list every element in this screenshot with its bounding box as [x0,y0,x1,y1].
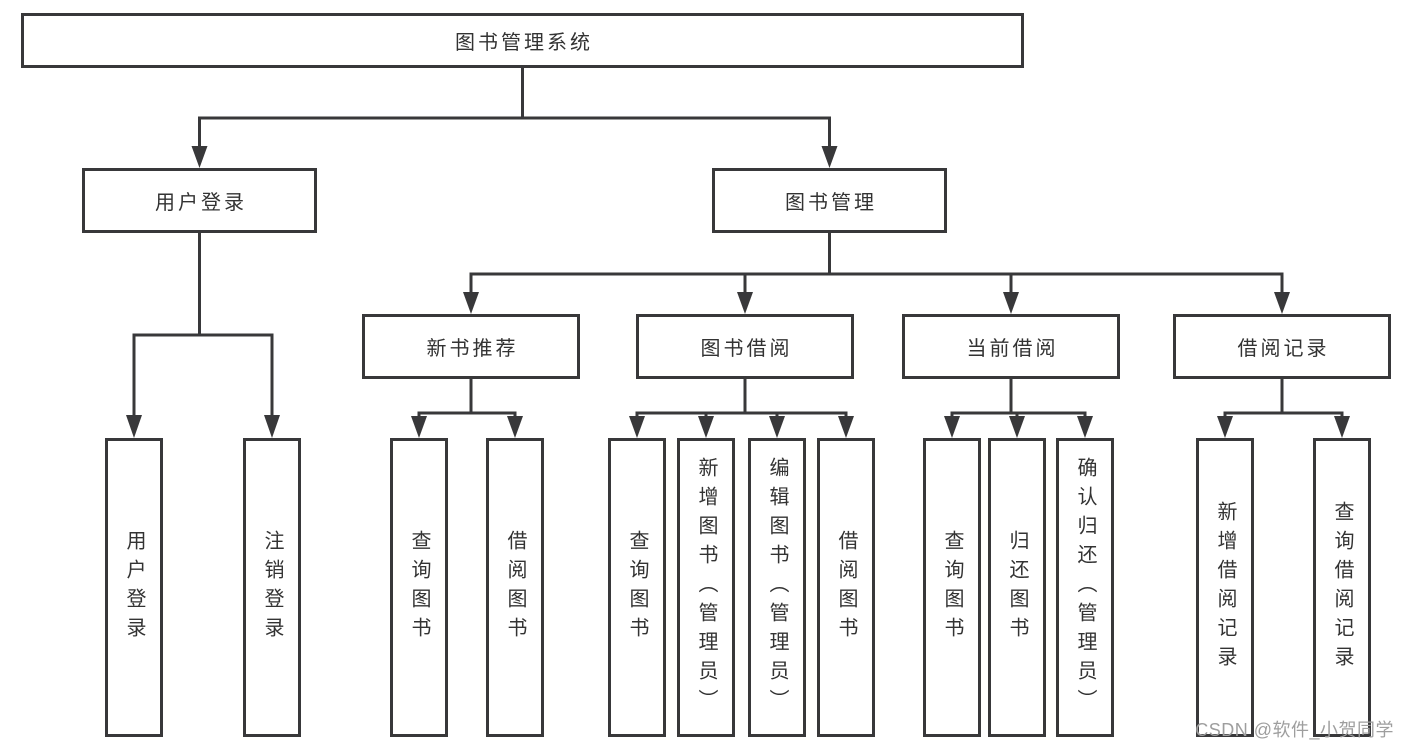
arrowhead-newbookrec [463,292,479,314]
leaf-nb-query-books: 查询图书 [390,438,448,737]
leaf-bb-query-books: 查询图书 [608,438,666,737]
leaf-bb-add-books-admin: 新增图书（管理员） [677,438,735,737]
node-new-book-rec-label: 新书推荐 [426,338,519,360]
node-user-login-label: 用户登录 [155,192,247,214]
leaf-user-login-label: 用户登录 [123,529,145,646]
leaf-cb-confirm-return-admin-label: 确认归还（管理员） [1074,457,1096,718]
leaf-cb-return-books: 归还图书 [988,438,1046,737]
leaf-bb-add-books-admin-label: 新增图书（管理员） [695,457,717,718]
node-book-borrow-label: 图书借阅 [700,338,793,360]
leaf-bb-edit-books-admin-label: 编辑图书（管理员） [766,457,788,718]
node-borrow-record-label: 借阅记录 [1237,338,1330,360]
leaf-nb-borrow-books: 借阅图书 [486,438,544,737]
leaf-cb-confirm-return-admin: 确认归还（管理员） [1056,438,1114,737]
leaf-br-add-record-label: 新增借阅记录 [1214,500,1236,675]
node-book-mgmt-label: 图书管理 [785,192,877,214]
leaf-br-query-record-label: 查询借阅记录 [1331,500,1353,675]
leaf-br-add-record: 新增借阅记录 [1196,438,1254,737]
arrowhead-bookborrow [737,292,753,314]
arrowhead-leaf-logout [264,415,280,438]
node-borrow-record: 借阅记录 [1173,314,1391,379]
node-user-login: 用户登录 [82,168,317,233]
arrowhead-bb-edit [769,416,785,438]
arrowhead-cb-return [1009,416,1025,438]
leaf-bb-query-books-label: 查询图书 [626,529,648,646]
arrowhead-br-add [1217,416,1233,438]
leaf-bb-borrow-books-label: 借阅图书 [835,529,857,646]
node-book-mgmt: 图书管理 [712,168,947,233]
arrowhead-book-mgmt [821,146,838,168]
arrowhead-cb-confirm [1077,416,1093,438]
arrowhead-currentborrow [1003,292,1019,314]
leaf-br-query-record: 查询借阅记录 [1313,438,1371,737]
csdn-watermark: CSDN @软件_小贺同学 [1195,720,1394,740]
arrowhead-bb-borrow [838,416,854,438]
arrowhead-bb-add [698,416,714,438]
arrowhead-borrowrecord [1274,292,1290,314]
leaf-cb-query-books: 查询图书 [923,438,981,737]
node-current-borrow: 当前借阅 [902,314,1120,379]
leaf-nb-borrow-books-label: 借阅图书 [504,529,526,646]
arrowhead-leaf-userlogin [126,415,142,438]
arrowhead-bb-query [629,416,645,438]
leaf-bb-edit-books-admin: 编辑图书（管理员） [748,438,806,737]
arrowhead-nb-borrow [507,416,523,438]
arrowhead-br-query [1334,416,1350,438]
arrowhead-user-login [191,146,208,168]
leaf-cb-query-books-label: 查询图书 [941,529,963,646]
node-root: 图书管理系统 [21,13,1024,68]
leaf-cb-return-books-label: 归还图书 [1006,529,1028,646]
leaf-bb-borrow-books: 借阅图书 [817,438,875,737]
leaf-logout-label: 注销登录 [261,529,283,646]
arrowheads [126,146,1350,438]
node-new-book-rec: 新书推荐 [362,314,580,379]
arrowhead-cb-query [944,416,960,438]
node-book-borrow: 图书借阅 [636,314,854,379]
leaf-logout: 注销登录 [243,438,301,737]
leaf-user-login: 用户登录 [105,438,163,737]
node-root-label: 图书管理系统 [455,32,593,54]
arrowhead-nb-query [411,416,427,438]
leaf-nb-query-books-label: 查询图书 [408,529,430,646]
node-current-borrow-label: 当前借阅 [966,338,1059,360]
